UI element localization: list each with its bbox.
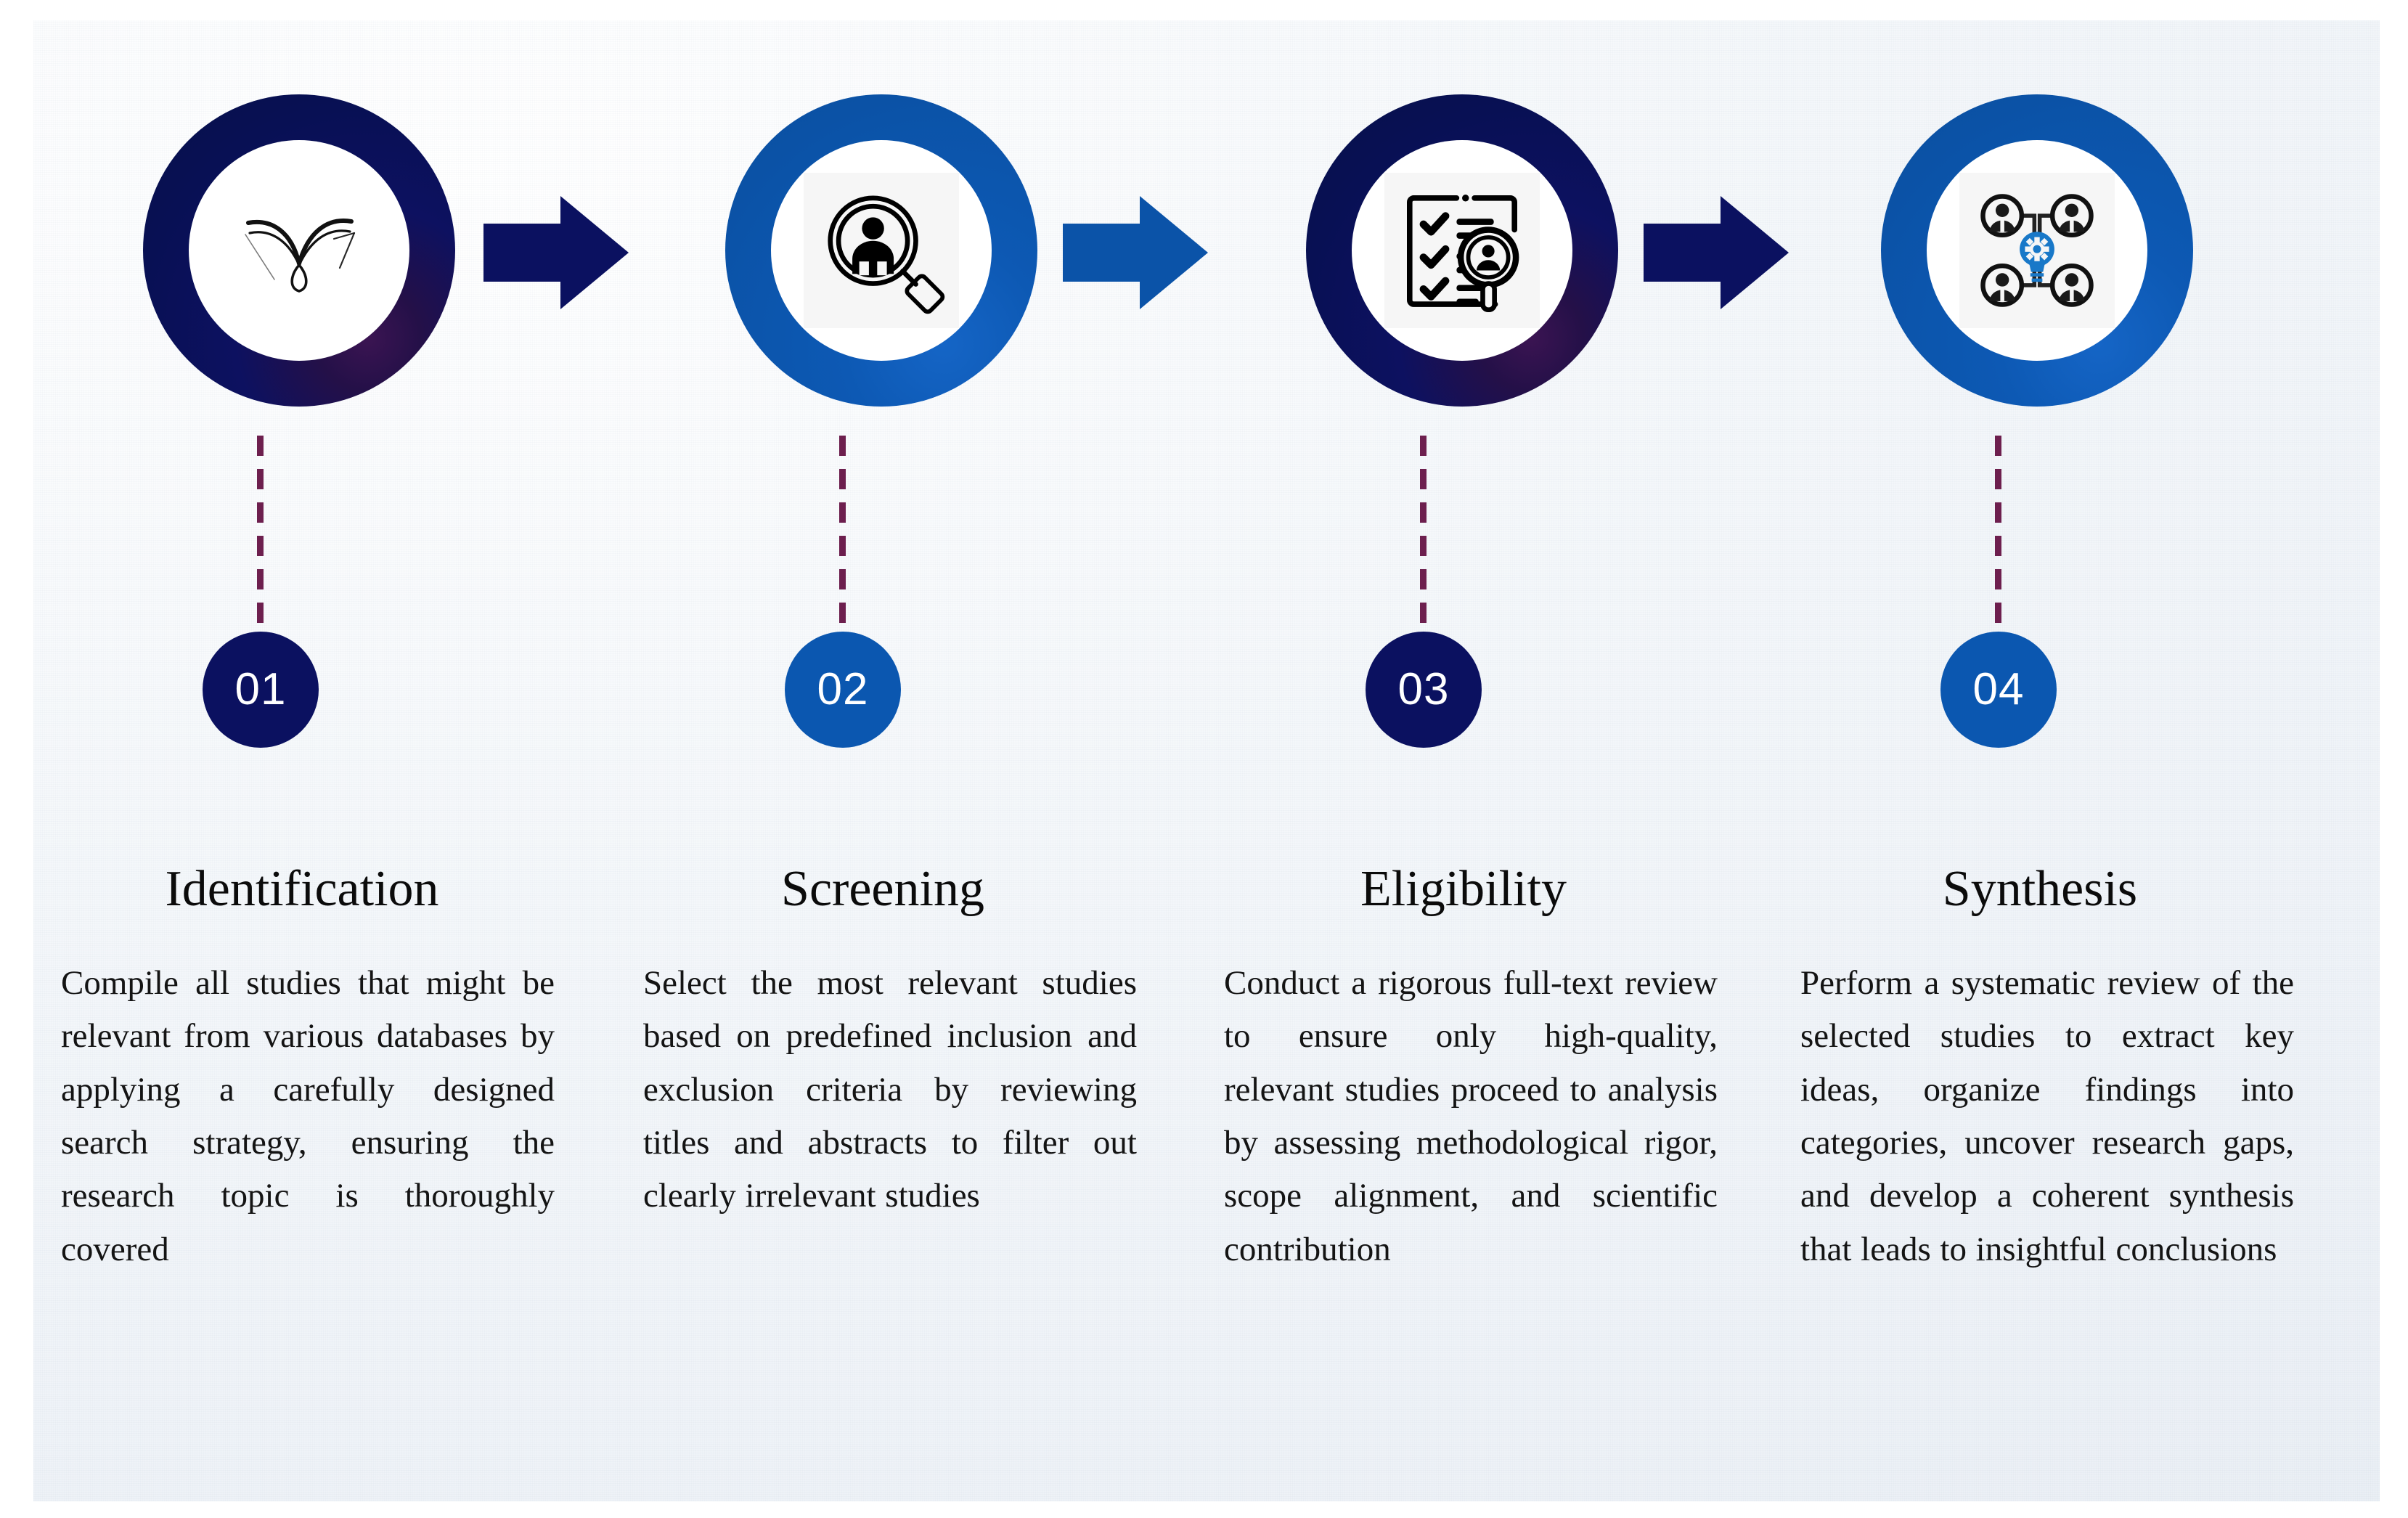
- ring-inner: [771, 140, 992, 361]
- step-number-badge-1[interactable]: 01: [203, 632, 319, 748]
- checklist-magnifier-person-icon: [1384, 173, 1540, 328]
- magnifier-person-icon: [804, 173, 959, 328]
- ring-inner: [1352, 140, 1572, 361]
- step-number-badge-4[interactable]: 04: [1940, 632, 2057, 748]
- step-title-4: Synthesis: [1942, 861, 2138, 917]
- step-column-eligibility: 03 Eligibility Conduct a rigorous full-t…: [1223, 0, 1789, 1518]
- flourish-loop-arrow-icon: [221, 173, 377, 328]
- step-number-label: 02: [817, 664, 869, 714]
- step-column-synthesis: 04 Synthesis Perform a systematic review…: [1795, 0, 2346, 1518]
- step-number-badge-3[interactable]: 03: [1366, 632, 1482, 748]
- step-icon-ring-3[interactable]: [1306, 94, 1618, 407]
- step-number-label: 03: [1397, 664, 1450, 714]
- step-title-2: Screening: [781, 861, 984, 917]
- step-description-4: Perform a systematic review of the selec…: [1800, 964, 2294, 1268]
- dashed-connector-3: [1420, 436, 1427, 633]
- step-column-screening: 02 Screening Select the most relevant st…: [642, 0, 1208, 1518]
- flow-arrow-3: [1644, 190, 1789, 315]
- step-icon-ring-1[interactable]: [143, 94, 455, 407]
- step-number-label: 01: [234, 664, 287, 714]
- step-description-2: Select the most relevant studies based o…: [643, 964, 1137, 1215]
- dashed-connector-4: [1995, 436, 2001, 633]
- dashed-connector-2: [839, 436, 846, 633]
- flow-arrow-2: [1063, 190, 1208, 315]
- flow-arrow-1: [483, 190, 629, 315]
- step-number-label: 04: [1972, 664, 2025, 714]
- step-description-3: Conduct a rigorous full-text review to e…: [1224, 964, 1718, 1268]
- ring-inner: [189, 140, 409, 361]
- step-number-badge-2[interactable]: 02: [785, 632, 901, 748]
- step-icon-ring-2[interactable]: [725, 94, 1037, 407]
- step-title-3: Eligibility: [1360, 861, 1567, 917]
- ring-inner: [1927, 140, 2147, 361]
- step-description-1: Compile all studies that might be releva…: [61, 964, 555, 1268]
- step-column-identification: 01 Identification Compile all studies th…: [61, 0, 629, 1518]
- dashed-connector-1: [257, 436, 264, 633]
- step-icon-ring-4[interactable]: [1881, 94, 2193, 407]
- team-lightbulb-gear-network-icon: [1959, 173, 2115, 328]
- step-title-1: Identification: [165, 861, 439, 917]
